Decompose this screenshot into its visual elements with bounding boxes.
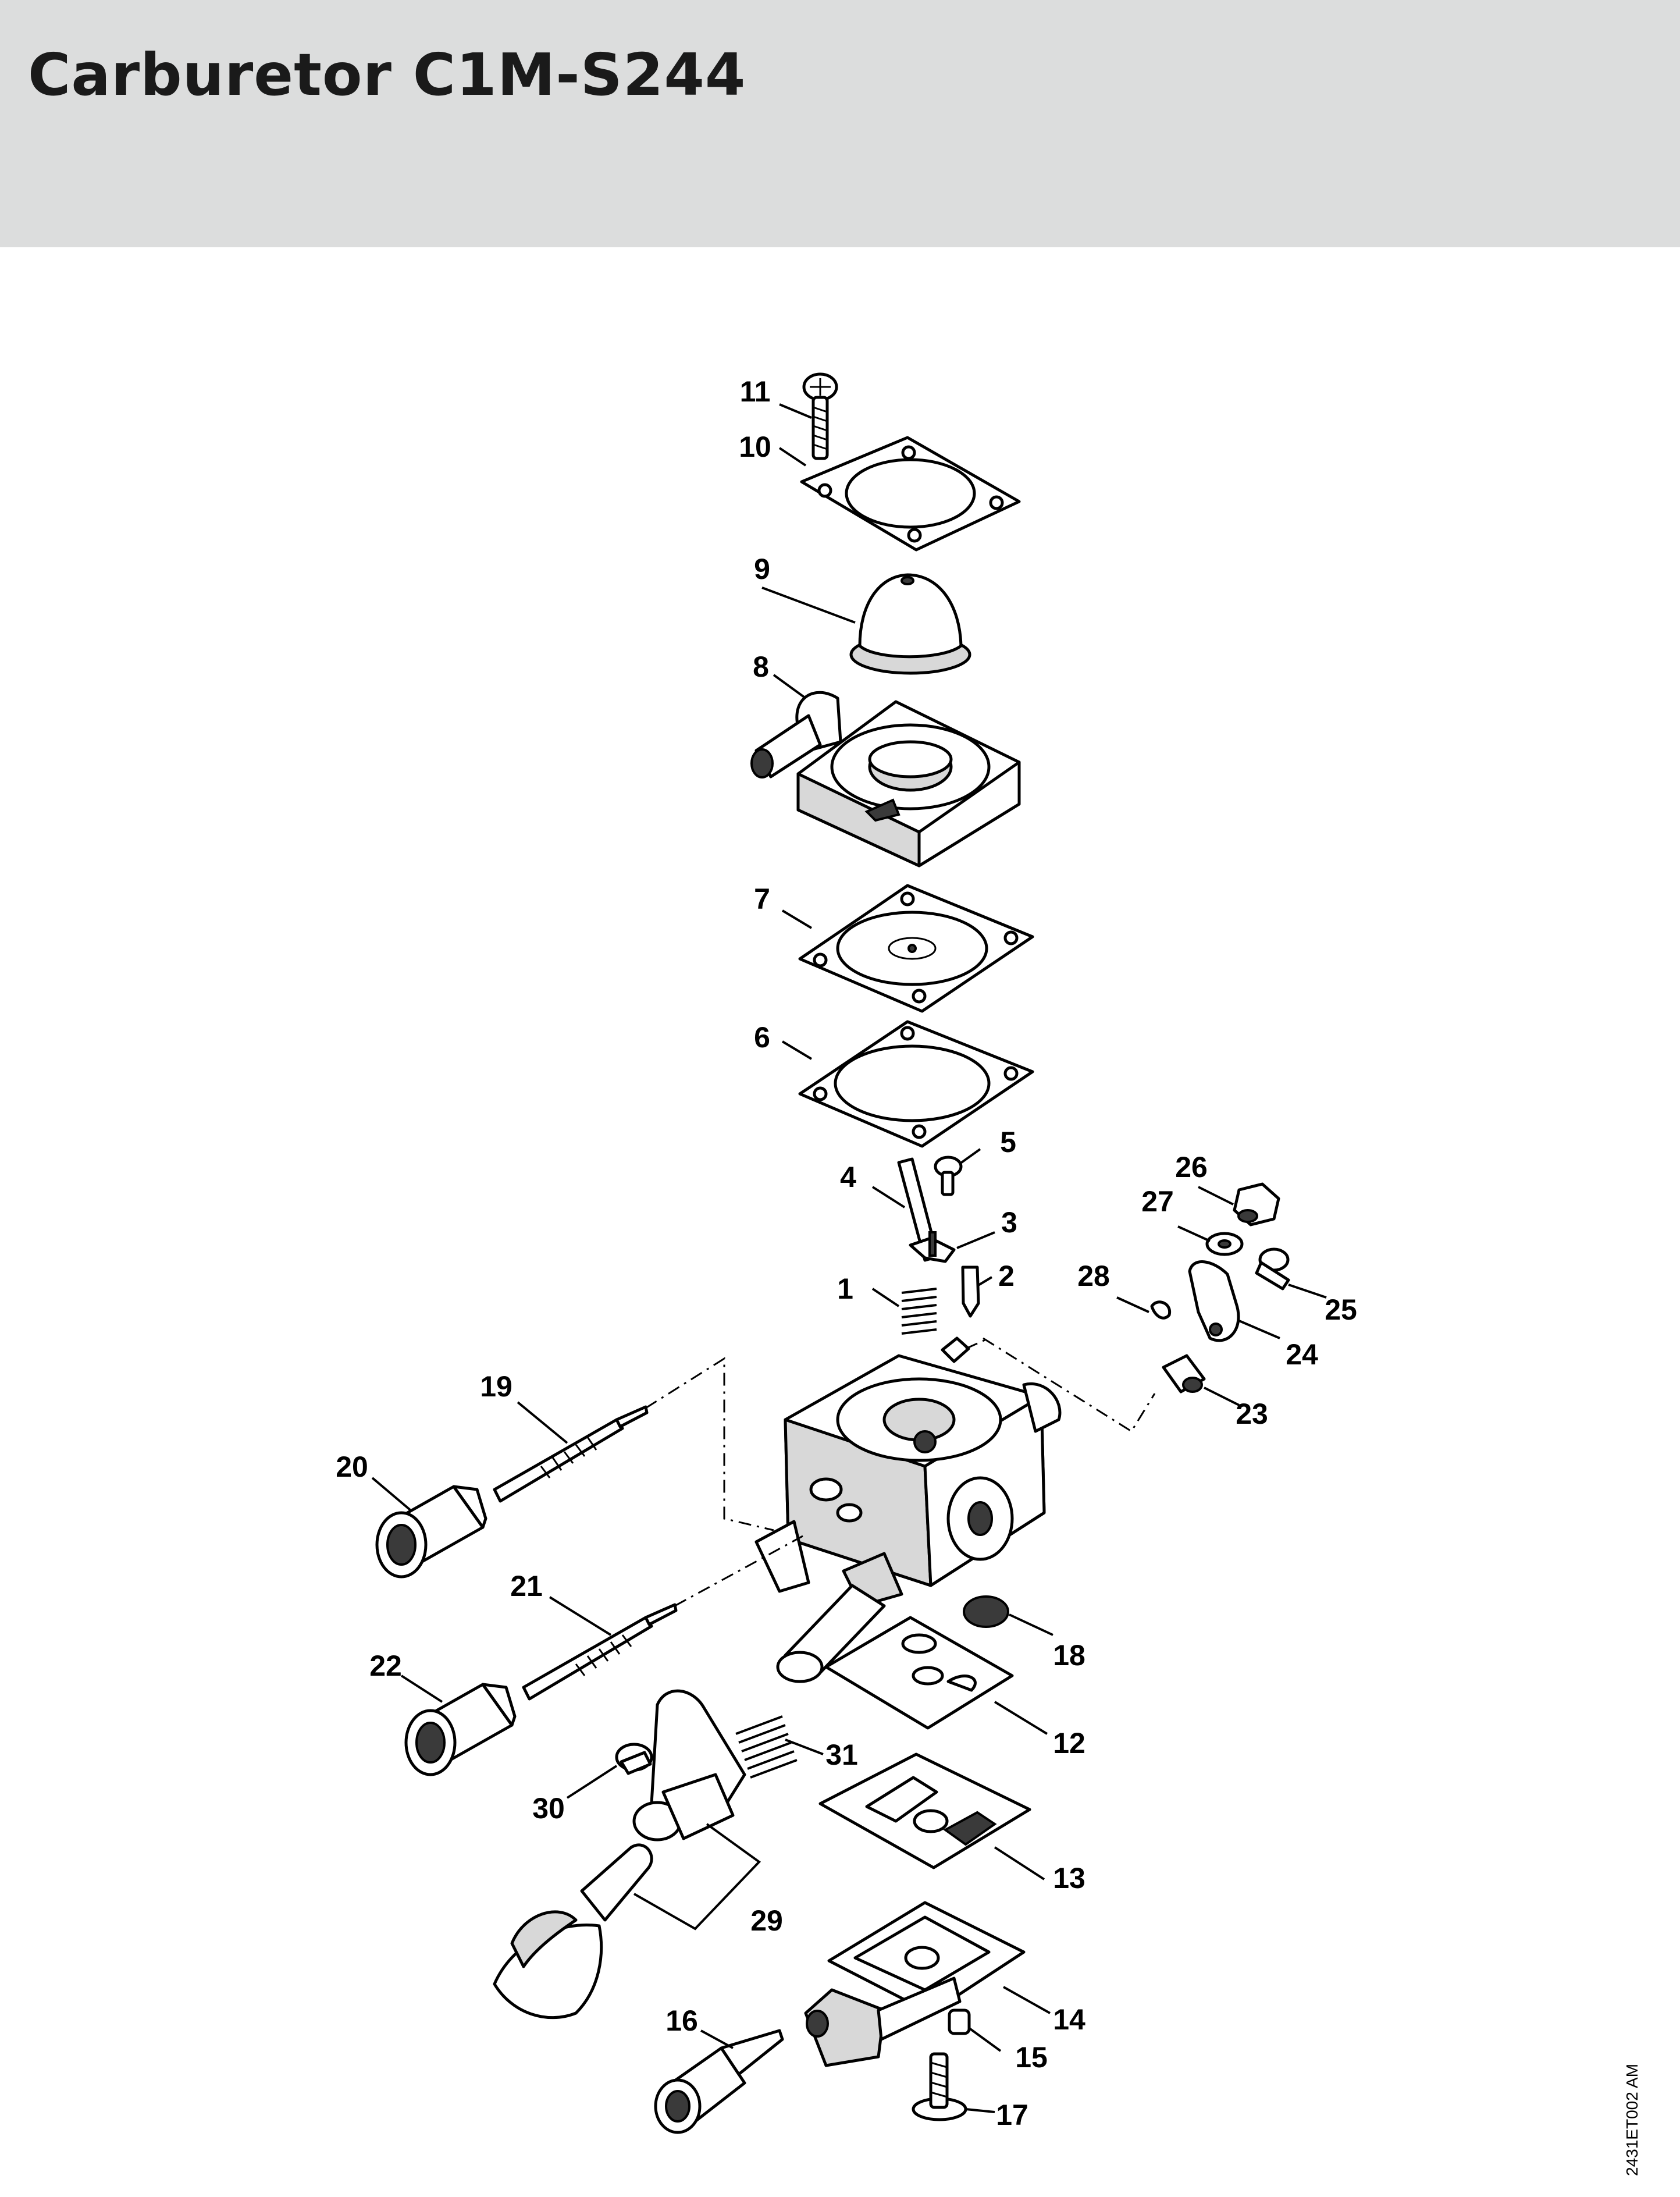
part-16-screw [654, 2029, 784, 2134]
part-23-bushing [1162, 1354, 1206, 1393]
header-band: Carburetor C1M-S244 [0, 0, 1680, 247]
callout-2: 2 [998, 1260, 1015, 1292]
part-27-washer [1205, 1232, 1244, 1256]
callout-9: 9 [754, 553, 770, 585]
part-31-spring [735, 1715, 798, 1779]
part-30-screw [615, 1743, 653, 1775]
leader-lines [371, 403, 1327, 2113]
part-2-inlet-needle [961, 1265, 980, 1318]
callout-labels: 1 2 3 4 5 6 7 8 9 10 11 12 13 14 15 16 1… [336, 375, 1357, 2131]
callout-26: 26 [1175, 1151, 1208, 1183]
callout-6: 6 [754, 1021, 770, 1054]
callout-12: 12 [1053, 1727, 1085, 1759]
callout-19: 19 [480, 1370, 512, 1403]
part-8-pump-cover [750, 691, 1021, 868]
part-12-gasket [824, 1616, 1014, 1730]
part-18-strainer [963, 1595, 1009, 1628]
callout-1: 1 [837, 1272, 853, 1305]
part-20-limiter-cap [375, 1485, 487, 1579]
part-6-gasket [798, 1020, 1034, 1148]
callout-22: 22 [369, 1649, 402, 1682]
part-21-adjusting-screw [522, 1603, 678, 1701]
part-22-limiter-cap [404, 1683, 517, 1776]
part-11-screw [802, 372, 838, 460]
callout-28: 28 [1077, 1260, 1110, 1292]
callout-16: 16 [665, 2004, 698, 2037]
callout-7: 7 [754, 883, 770, 915]
assembly-lines [645, 1337, 1156, 1607]
part-7-diaphragm [798, 884, 1034, 1013]
callout-29: 29 [750, 1904, 783, 1937]
part-29-choke-assembly [493, 1689, 746, 2020]
callout-30: 30 [532, 1792, 565, 1825]
part-25-screw [1255, 1247, 1290, 1291]
drawing-reference-code: 2431ET002 AM [1623, 2063, 1641, 2176]
callout-5: 5 [1000, 1126, 1016, 1158]
callout-27: 27 [1141, 1185, 1174, 1218]
callout-21: 21 [510, 1570, 543, 1602]
part-26-nut [1233, 1182, 1280, 1227]
part-10-gasket [800, 436, 1021, 552]
callout-31: 31 [825, 1739, 858, 1771]
part-19-adjusting-screw [493, 1405, 649, 1503]
callout-11: 11 [740, 375, 771, 408]
part-3-lever [909, 1231, 956, 1263]
callout-24: 24 [1286, 1338, 1318, 1371]
page-title: Carburetor C1M-S244 [28, 41, 746, 109]
callout-20: 20 [336, 1451, 368, 1483]
callout-25: 25 [1325, 1293, 1357, 1326]
callout-18: 18 [1053, 1639, 1085, 1672]
callout-10: 10 [739, 431, 771, 463]
callout-17: 17 [996, 2099, 1028, 2131]
part-17-screw [912, 2052, 967, 2121]
part-28-clip [1150, 1300, 1172, 1320]
carburetor-body [754, 1336, 1062, 1608]
callout-8: 8 [753, 650, 769, 683]
callout-3: 3 [1001, 1206, 1017, 1239]
part-5-screw [934, 1156, 963, 1196]
part-15-pin [948, 2008, 971, 2035]
callout-4: 4 [840, 1161, 856, 1193]
part-14-end-cover [804, 1901, 1026, 2067]
callout-15: 15 [1015, 2041, 1048, 2074]
part-24-lever [1188, 1260, 1240, 1342]
part-13-gasket [818, 1752, 1031, 1869]
part-9-primer-bulb [849, 573, 971, 675]
part-1-spring [901, 1288, 937, 1335]
callout-14: 14 [1053, 2003, 1085, 2036]
callout-13: 13 [1053, 1862, 1085, 1894]
callout-23: 23 [1236, 1398, 1268, 1430]
choke-tube [776, 1584, 886, 1683]
